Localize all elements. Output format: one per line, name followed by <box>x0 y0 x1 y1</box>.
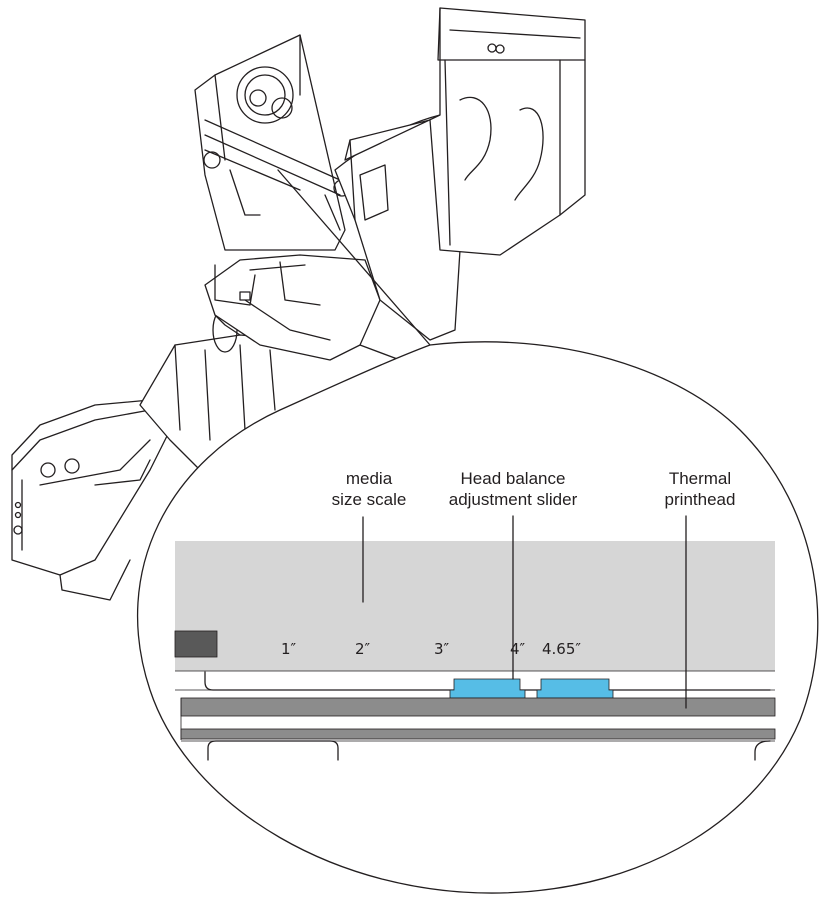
callout-media-line1: media <box>346 469 393 488</box>
scale-mark-2: 2″ <box>355 640 371 658</box>
callout-slider-line1: Head balance <box>461 469 566 488</box>
scale-mark-4: 4″ <box>510 640 526 658</box>
callout-printhead-line1: Thermal <box>669 469 731 488</box>
callout-media-size-scale: media size scale <box>332 469 407 509</box>
printer-base <box>11 399 171 601</box>
scale-mark-3: 3″ <box>434 640 450 658</box>
gear-icon <box>236 66 294 124</box>
scale-plate <box>175 541 775 671</box>
callout-media-line2: size scale <box>332 490 407 509</box>
callout-thermal-printhead: Thermal printhead <box>665 469 736 509</box>
top-cover <box>344 7 586 256</box>
callout-slider-line2: adjustment slider <box>449 490 578 509</box>
magnifier-leader-line <box>277 169 431 346</box>
callout-printhead-line2: printhead <box>665 490 736 509</box>
printhead-frame <box>194 34 351 251</box>
led-icon <box>14 501 22 509</box>
head-balance-slider-right <box>536 678 614 699</box>
media-guide <box>204 254 381 361</box>
printer-illustration <box>11 7 586 601</box>
led-icon <box>14 511 22 519</box>
roller-icon <box>203 151 221 169</box>
magnified-view: 1″ 2″ 3″ 4″ 4.65″ media size scale Head … <box>136 341 819 894</box>
roller-icon <box>40 462 56 478</box>
dark-block <box>174 630 218 658</box>
media-size-scale-marks: 1″ 2″ 3″ 4″ 4.65″ <box>281 640 581 658</box>
head-balance-slider-left <box>449 678 526 699</box>
scale-mark-1: 1″ <box>281 640 297 658</box>
roller-icon <box>64 458 80 474</box>
scale-mark-4-65: 4.65″ <box>542 640 581 658</box>
callout-head-balance-slider: Head balance adjustment slider <box>449 469 578 509</box>
power-button-icon <box>13 525 23 535</box>
